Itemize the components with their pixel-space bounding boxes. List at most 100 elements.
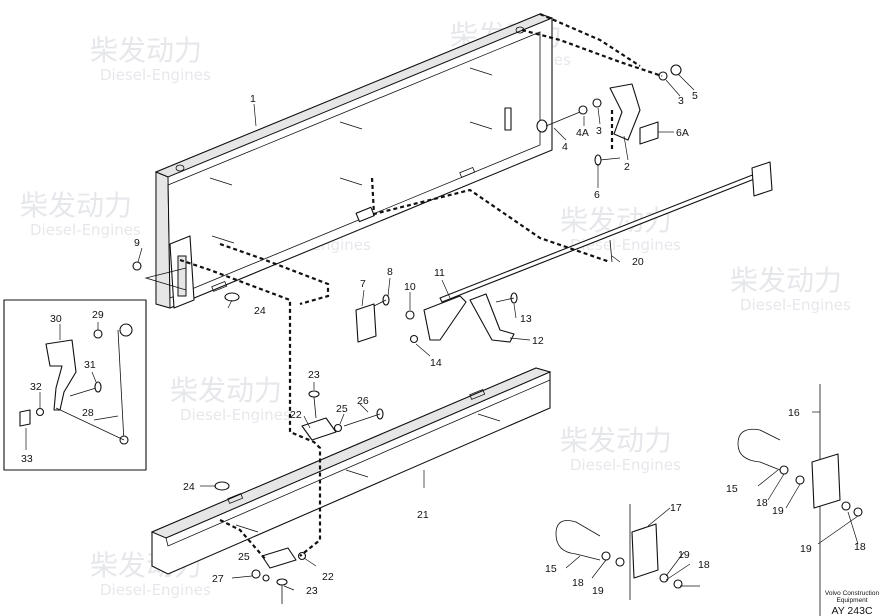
panel-studs (209, 67, 493, 244)
callout-6: 6 (594, 189, 600, 201)
panel-slot (459, 167, 476, 178)
callout-labels: 1 2 3 3 4 4A 5 6 6A 7 8 9 10 11 12 13 14… (21, 90, 866, 597)
pin-31 (94, 381, 102, 393)
bolt-23 (308, 390, 320, 398)
callout-28: 28 (82, 407, 94, 419)
bolt-head-4 (536, 119, 548, 133)
bolt-23-lower (276, 578, 288, 586)
callout-4: 4 (562, 141, 568, 153)
footer-code: AY 243C (831, 605, 872, 616)
callout-25a: 25 (336, 403, 348, 415)
washer-25-lower (297, 551, 307, 561)
callout-5: 5 (692, 90, 698, 102)
watermark-brand-en: Diesel-Engines (30, 221, 141, 239)
callout-24a: 24 (254, 305, 266, 317)
callout-22a: 22 (290, 409, 302, 421)
callout-15a: 15 (726, 483, 738, 495)
bolt-9 (132, 261, 142, 271)
watermark-brand-cn: 柴发动力 (20, 189, 132, 222)
washer-18-lower (601, 551, 611, 561)
callout-27: 27 (212, 573, 224, 585)
callout-2: 2 (624, 161, 630, 173)
bracket-7 (355, 303, 377, 343)
watermark-brand-cn: 柴发动力 (90, 34, 202, 67)
washer-32 (35, 407, 45, 417)
watermark-6: 柴发动力 Diesel-Engines (730, 264, 851, 314)
callout-10: 10 (404, 281, 416, 293)
callout-18a: 18 (756, 497, 768, 509)
mid-clamp (301, 390, 384, 441)
watermark-1: 柴发动力 Diesel-Engines (90, 34, 211, 84)
callout-13: 13 (520, 313, 532, 325)
callout-17: 17 (670, 502, 682, 514)
ubolt-15-upper (737, 428, 781, 471)
panel-hole (175, 164, 185, 172)
mid-hinge (355, 294, 415, 343)
watermark-brand-en: Diesel-Engines (100, 581, 211, 599)
callout-9: 9 (134, 237, 140, 249)
callout-21: 21 (417, 509, 429, 521)
washer-5 (670, 64, 682, 76)
washer-27 (262, 574, 270, 582)
washer-18-right (841, 501, 851, 511)
watermark-8: 柴发动力 Diesel-Engines (560, 424, 681, 474)
nut-14 (409, 334, 419, 344)
callout-23a: 23 (308, 369, 320, 381)
plate-17 (631, 523, 659, 579)
callout-19c: 19 (592, 585, 604, 597)
bracket-30 (45, 339, 77, 411)
clamp-22-lower (261, 547, 297, 569)
inset-pointer (144, 267, 187, 291)
washer-18-upper (779, 465, 789, 475)
callout-4a: 4A (576, 127, 589, 139)
watermark-3: 柴发动力 Diesel-Engines (20, 189, 141, 239)
watermark-brand-en: Diesel-Engines (180, 406, 291, 424)
grommet-24-lower (214, 481, 230, 491)
callout-22b: 22 (322, 571, 334, 583)
callout-30: 30 (50, 313, 62, 325)
lower-right-clamps (555, 384, 863, 616)
beam-slot (227, 493, 244, 504)
panel-face (155, 13, 553, 309)
main-panel (154, 13, 554, 309)
callout-12: 12 (532, 335, 544, 347)
callout-23b: 23 (306, 585, 318, 597)
callout-7: 7 (360, 278, 366, 290)
bracket-11 (423, 295, 467, 341)
nut-3 (592, 98, 602, 108)
nut-19-lower (615, 557, 625, 567)
nut-19-upper (795, 475, 805, 485)
watermark-brand-en: Diesel-Engines (570, 456, 681, 474)
bolt-6 (594, 154, 602, 166)
nut-29 (93, 329, 103, 339)
nut-27 (251, 569, 261, 579)
damper-eye-top (119, 323, 133, 337)
callout-14: 14 (430, 357, 442, 369)
beam-slot (469, 389, 486, 400)
lower-beam (150, 367, 552, 575)
lower-clamp (251, 547, 307, 604)
footer-block: Volvo Construction Equipment AY 243C (825, 590, 880, 616)
callout-33: 33 (21, 453, 33, 465)
footer-line2: Equipment (836, 597, 867, 604)
panel-tab (355, 206, 375, 223)
grommet-24-upper (224, 292, 240, 302)
callout-18b: 18 (854, 541, 866, 553)
callout-16: 16 (788, 407, 800, 419)
callout-29: 29 (92, 309, 104, 321)
panel-left-edge (155, 171, 171, 309)
plate-33 (19, 409, 31, 427)
watermark-brand-en: Diesel-Engines (740, 296, 851, 314)
plate-6a (639, 121, 659, 145)
callout-6a: 6A (676, 127, 689, 139)
watermark-layer: 柴发动力 Diesel-Engines 柴发动力 Diesel-Engines … (20, 19, 851, 599)
leader-lines (25, 73, 859, 591)
panel-slot (211, 281, 228, 292)
rod-assembly (409, 161, 773, 344)
callout-1: 1 (250, 93, 256, 105)
callout-15b: 15 (545, 563, 557, 575)
damper-28 (117, 329, 125, 443)
bracket-12 (469, 293, 515, 343)
clamp-22 (301, 417, 337, 441)
callout-19a: 19 (772, 505, 784, 517)
